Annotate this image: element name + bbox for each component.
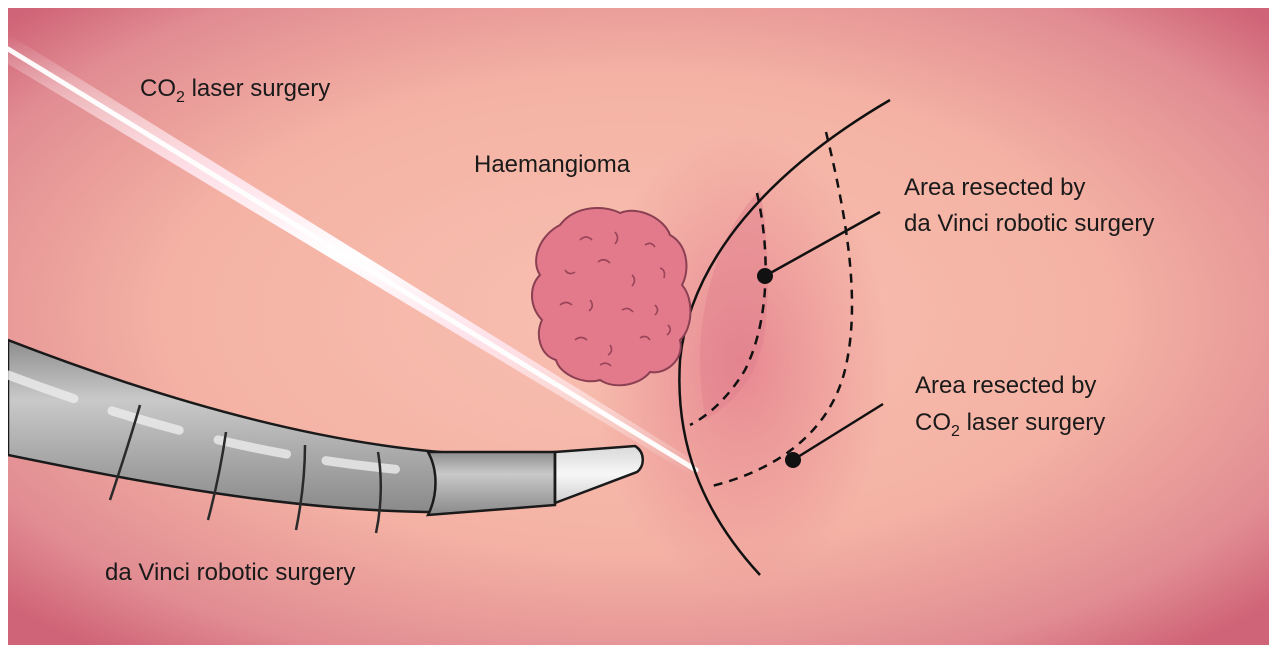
laser-area-label-line1: Area resected by bbox=[915, 372, 1096, 399]
davinci-area-label-line1: Area resected by bbox=[904, 174, 1085, 201]
haemangioma-label: Haemangioma bbox=[474, 151, 631, 178]
laser-surgery-label: CO2 laser surgery bbox=[140, 75, 330, 106]
haemangioma-tumor bbox=[532, 208, 690, 385]
laser-area-label-line2: CO2 laser surgery bbox=[915, 409, 1105, 440]
laser-area-dot bbox=[785, 452, 801, 468]
davinci-area-dot bbox=[757, 268, 773, 284]
robotic-surgery-label: da Vinci robotic surgery bbox=[105, 559, 355, 586]
davinci-area-label-line2: da Vinci robotic surgery bbox=[904, 210, 1154, 237]
instrument-shaft bbox=[428, 452, 555, 515]
